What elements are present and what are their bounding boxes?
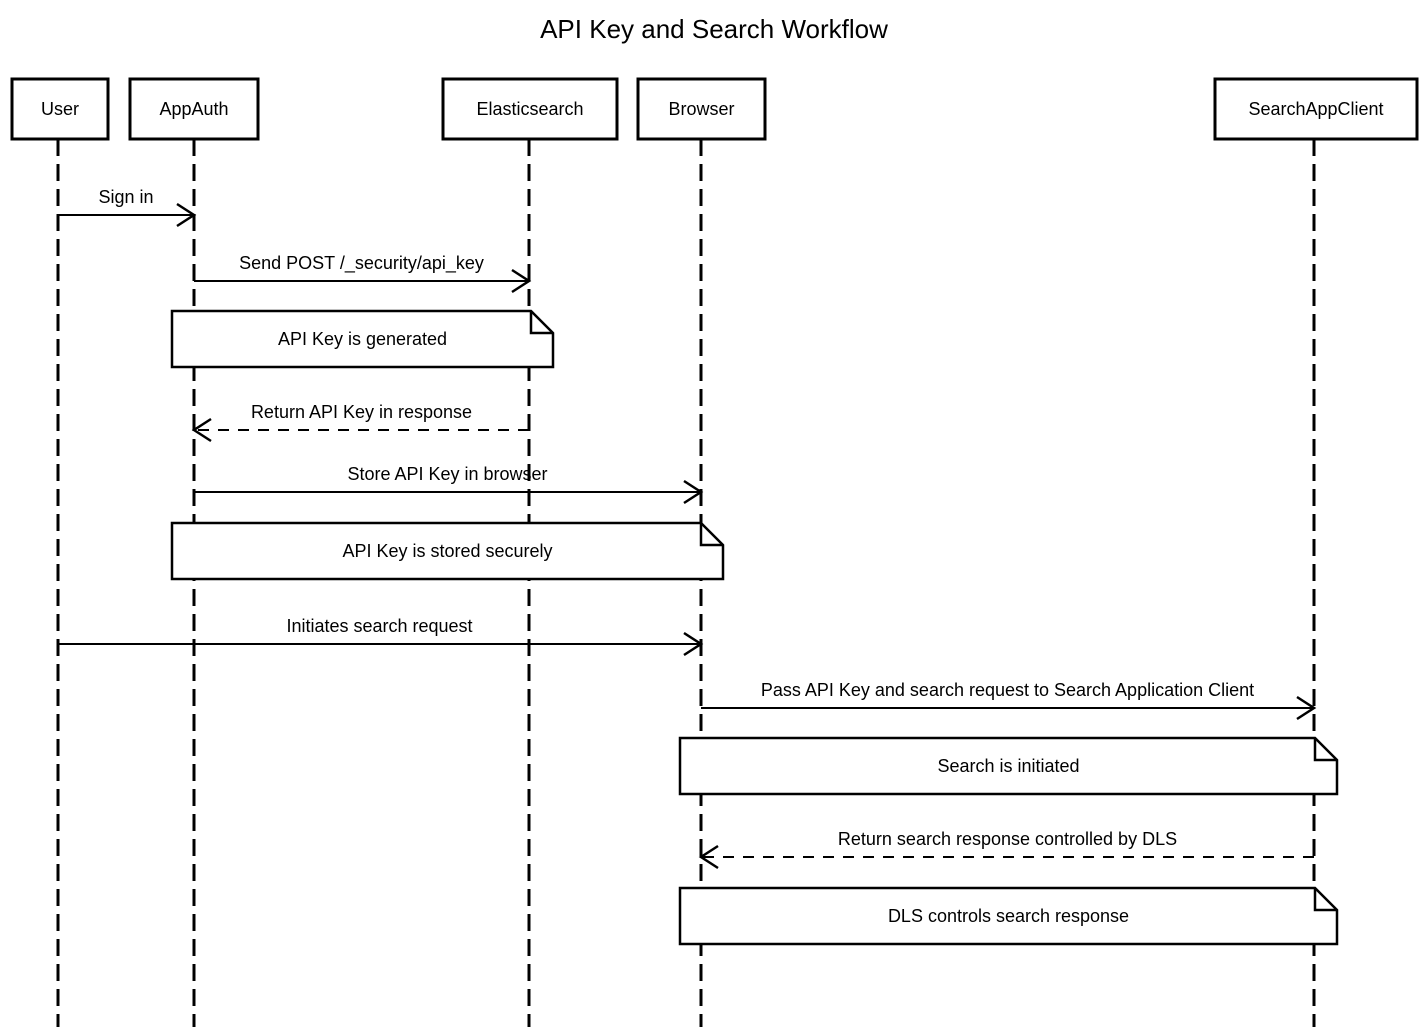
message-label-m3: Return API Key in response [251, 402, 472, 422]
message-m3: Return API Key in response [191, 402, 529, 443]
message-label-m1: Sign in [98, 187, 153, 207]
note-body-n3 [678, 736, 1339, 796]
message-m4: Store API Key in browser [194, 464, 704, 505]
note-fold-n2 [699, 523, 723, 547]
note-n3: Search is initiated [678, 736, 1339, 796]
note-n1: API Key is generated [170, 309, 555, 369]
participant-box-appauth [128, 77, 260, 141]
note-label-n2: API Key is stored securely [342, 541, 552, 561]
note-label-n3: Search is initiated [937, 756, 1079, 776]
participant-box-user [10, 77, 110, 141]
message-m2: Send POST /_security/api_key [194, 253, 532, 294]
participant-box-browser [636, 77, 767, 141]
message-m6: Pass API Key and search request to Searc… [701, 680, 1317, 721]
message-arrowhead-m2 [511, 268, 532, 294]
participant-searchappclient[interactable]: SearchAppClient [1213, 77, 1419, 141]
messages-layer: Sign in Send POST /_security/api_keyRetur… [58, 187, 1317, 870]
participant-label-searchappclient: SearchAppClient [1248, 99, 1383, 119]
message-arrowhead-m7 [698, 844, 719, 870]
message-arrowhead-m3 [191, 417, 212, 443]
note-label-n4: DLS controls search response [888, 906, 1129, 926]
note-body-n4 [678, 886, 1339, 946]
note-fold-n1 [529, 311, 553, 335]
message-m7: Return search response controlled by DLS [698, 829, 1314, 870]
lifelines-layer [56, 139, 1316, 1027]
note-label-n1: API Key is generated [278, 329, 447, 349]
participant-label-appauth: AppAuth [159, 99, 228, 119]
participant-browser[interactable]: Browser [636, 77, 767, 141]
participant-appauth[interactable]: AppAuth [128, 77, 260, 141]
note-n2: API Key is stored securely [170, 521, 725, 581]
message-m1: Sign in [58, 187, 197, 228]
message-label-m6: Pass API Key and search request to Searc… [761, 680, 1254, 700]
participant-elasticsearch[interactable]: Elasticsearch [441, 77, 619, 141]
message-m5: Initiates search request [58, 616, 704, 657]
participant-label-browser: Browser [668, 99, 734, 119]
message-arrowhead-m1 [176, 202, 197, 228]
note-body-n2 [170, 521, 725, 581]
message-label-m7: Return search response controlled by DLS [838, 829, 1177, 849]
note-fold-n4 [1313, 888, 1337, 912]
message-label-m2: Send POST /_security/api_key [239, 253, 484, 274]
participant-box-searchappclient [1213, 77, 1419, 141]
participant-user[interactable]: User [10, 77, 110, 141]
note-body-n1 [170, 309, 555, 369]
message-label-m5: Initiates search request [286, 616, 472, 636]
message-arrowhead-m4 [683, 479, 704, 505]
participants-layer: User AppAuth Elasticsearch Browser SearchApp… [10, 77, 1419, 141]
note-fold-n3 [1313, 738, 1337, 762]
message-arrowhead-m5 [683, 631, 704, 657]
participant-label-elasticsearch: Elasticsearch [476, 99, 583, 119]
note-n4: DLS controls search response [678, 886, 1339, 946]
message-label-m4: Store API Key in browser [347, 464, 547, 484]
participant-label-user: User [41, 99, 79, 119]
participant-box-elasticsearch [441, 77, 619, 141]
message-arrowhead-m6 [1296, 695, 1317, 721]
page-title: API Key and Search Workflow [540, 14, 888, 44]
